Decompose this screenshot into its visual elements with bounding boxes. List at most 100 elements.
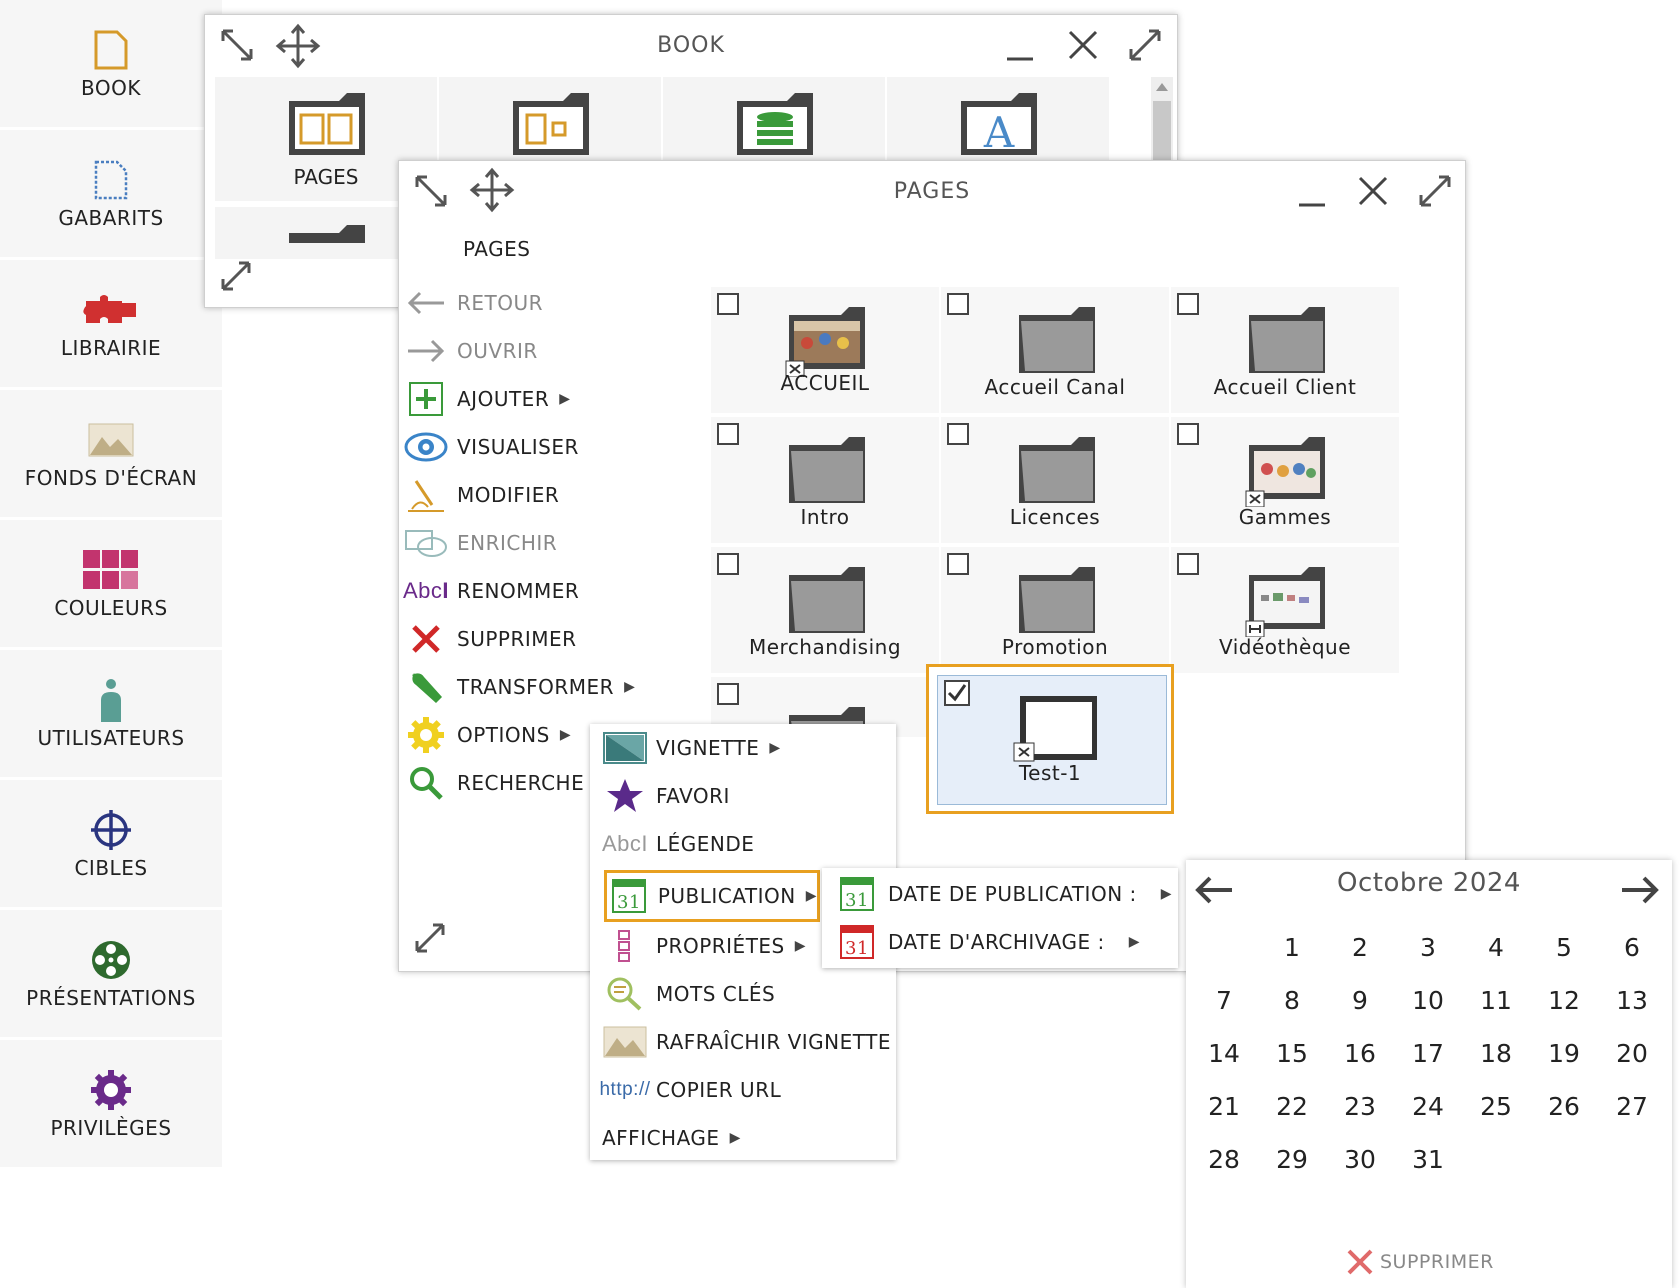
- page-item-promotion[interactable]: Promotion: [941, 547, 1169, 673]
- calendar-day[interactable]: 10: [1412, 986, 1444, 1015]
- options-item-affichage[interactable]: AFFICHAGE ▶: [590, 1116, 741, 1160]
- minimize-icon[interactable]: [1297, 179, 1327, 209]
- calendar-day[interactable]: 1: [1284, 933, 1300, 962]
- calendar-day[interactable]: 19: [1548, 1039, 1580, 1068]
- next-month-icon[interactable]: [1620, 874, 1660, 906]
- calendar-day[interactable]: 29: [1276, 1145, 1308, 1174]
- calendar-day[interactable]: 12: [1548, 986, 1580, 1015]
- menu-retour[interactable]: RETOUR: [403, 281, 693, 325]
- calendar-day[interactable]: 26: [1548, 1092, 1580, 1121]
- calendar-day[interactable]: 2: [1352, 933, 1368, 962]
- calendar-day[interactable]: 6: [1624, 933, 1640, 962]
- calendar-delete-button[interactable]: SUPPRIMER: [1346, 1248, 1494, 1276]
- page-item-intro[interactable]: Intro: [711, 417, 939, 543]
- calendar-day[interactable]: 30: [1344, 1145, 1376, 1174]
- calendar-day[interactable]: 20: [1616, 1039, 1648, 1068]
- calendar-day[interactable]: 4: [1488, 933, 1504, 962]
- calendar-day[interactable]: 13: [1616, 986, 1648, 1015]
- calendar-day[interactable]: 21: [1208, 1092, 1240, 1121]
- calendar-day[interactable]: 16: [1344, 1039, 1376, 1068]
- calendar-day[interactable]: 11: [1480, 986, 1512, 1015]
- page-checkbox[interactable]: [947, 293, 969, 315]
- sidebar-item-presentations[interactable]: PRÉSENTATIONS: [0, 910, 222, 1037]
- page-item-licences[interactable]: Licences: [941, 417, 1169, 543]
- menu-transformer[interactable]: TRANSFORMER ▶: [403, 665, 693, 709]
- calendar-day[interactable]: 3: [1420, 933, 1436, 962]
- calendar-day[interactable]: 14: [1208, 1039, 1240, 1068]
- maximize-icon[interactable]: [1127, 27, 1163, 63]
- pen-icon: [408, 480, 444, 512]
- calendar-day[interactable]: 24: [1412, 1092, 1444, 1121]
- menu-options[interactable]: OPTIONS ▶: [403, 713, 693, 757]
- move-icon[interactable]: [275, 23, 321, 69]
- page-checkbox[interactable]: [947, 553, 969, 575]
- sidebar-item-couleurs[interactable]: COULEURS: [0, 520, 222, 647]
- maximize-icon[interactable]: [1417, 173, 1453, 209]
- page-item-accueil-client[interactable]: Accueil Client: [1171, 287, 1399, 413]
- page-checkbox[interactable]: [717, 683, 739, 705]
- scroll-up-arrow[interactable]: [1156, 83, 1168, 91]
- shrink-icon[interactable]: [413, 173, 449, 209]
- page-checkbox[interactable]: [1177, 423, 1199, 445]
- page-item-merchandising[interactable]: Merchandising: [711, 547, 939, 673]
- sidebar-item-gabarits[interactable]: GABARITS: [0, 130, 222, 257]
- menu-recherche[interactable]: RECHERCHE: [403, 761, 693, 805]
- sidebar-item-fonds[interactable]: FONDS D'ÉCRAN: [0, 390, 222, 517]
- calendar-day[interactable]: 7: [1216, 986, 1232, 1015]
- sidebar-item-cibles[interactable]: CIBLES: [0, 780, 222, 907]
- close-icon[interactable]: [1067, 29, 1099, 61]
- move-icon[interactable]: [469, 167, 515, 213]
- calendar-day[interactable]: 17: [1412, 1039, 1444, 1068]
- resize-icon[interactable]: [413, 921, 447, 955]
- sidebar-item-book[interactable]: BOOK: [0, 0, 222, 127]
- resize-icon[interactable]: [219, 259, 253, 293]
- page-checkbox[interactable]: [1177, 553, 1199, 575]
- calendar-day[interactable]: 28: [1208, 1145, 1240, 1174]
- page-checkbox[interactable]: [947, 423, 969, 445]
- options-item-publication[interactable]: 31 PUBLICATION ▶: [604, 870, 820, 922]
- calendar-day[interactable]: 31: [1412, 1145, 1444, 1174]
- options-item-rafraichir[interactable]: RAFRAÎCHIR VIGNETTE: [590, 1020, 891, 1064]
- calendar-day[interactable]: 27: [1616, 1092, 1648, 1121]
- calendar-day[interactable]: 25: [1480, 1092, 1512, 1121]
- menu-visualiser[interactable]: VISUALISER: [403, 425, 693, 469]
- calendar-day[interactable]: 8: [1284, 986, 1300, 1015]
- options-item-mots-cles[interactable]: MOTS CLÉS: [590, 972, 775, 1016]
- calendar-day[interactable]: 18: [1480, 1039, 1512, 1068]
- minimize-icon[interactable]: [1005, 33, 1035, 63]
- shrink-icon[interactable]: [219, 27, 255, 63]
- calendar-day[interactable]: 23: [1344, 1092, 1376, 1121]
- page-item-gammes[interactable]: Gammes: [1171, 417, 1399, 543]
- page-item-accueil-canal[interactable]: Accueil Canal: [941, 287, 1169, 413]
- close-icon[interactable]: [1357, 175, 1389, 207]
- prev-month-icon[interactable]: [1194, 874, 1234, 906]
- calendar-day[interactable]: 5: [1556, 933, 1572, 962]
- options-item-vignette[interactable]: VIGNETTE ▶: [590, 726, 781, 770]
- sidebar-item-librairie[interactable]: LIBRAIRIE: [0, 260, 222, 387]
- options-item-favori[interactable]: FAVORI: [590, 774, 730, 818]
- page-item-accueil[interactable]: ACCUEIL: [711, 287, 939, 413]
- publication-item-date-archivage[interactable]: 31 DATE D'ARCHIVAGE : ▶: [822, 920, 1178, 964]
- page-checkbox[interactable]: [1177, 293, 1199, 315]
- publication-item-date-publication[interactable]: 31 DATE DE PUBLICATION : ▶: [822, 872, 1178, 916]
- options-item-copier-url[interactable]: http:// COPIER URL: [590, 1068, 781, 1112]
- page-checkbox[interactable]: [717, 293, 739, 315]
- page-checkbox[interactable]: [717, 423, 739, 445]
- page-checkbox-checked[interactable]: [943, 679, 971, 707]
- calendar-day[interactable]: 22: [1276, 1092, 1308, 1121]
- menu-enrichir[interactable]: ENRICHIR: [403, 521, 693, 565]
- calendar-day[interactable]: 9: [1352, 986, 1368, 1015]
- page-item-videotheque[interactable]: Vidéothèque: [1171, 547, 1399, 673]
- sidebar-item-privileges[interactable]: PRIVILÈGES: [0, 1040, 222, 1167]
- page-item-test-1[interactable]: Test-1: [926, 664, 1174, 814]
- menu-supprimer[interactable]: SUPPRIMER: [403, 617, 693, 661]
- menu-ajouter[interactable]: AJOUTER ▶: [403, 377, 693, 421]
- page-checkbox[interactable]: [717, 553, 739, 575]
- sidebar-item-utilisateurs[interactable]: UTILISATEURS: [0, 650, 222, 777]
- calendar-day[interactable]: 15: [1276, 1039, 1308, 1068]
- options-item-proprietes[interactable]: PROPRIÉTES ▶: [590, 924, 806, 968]
- menu-modifier[interactable]: MODIFIER: [403, 473, 693, 517]
- menu-ouvrir[interactable]: OUVRIR: [403, 329, 693, 373]
